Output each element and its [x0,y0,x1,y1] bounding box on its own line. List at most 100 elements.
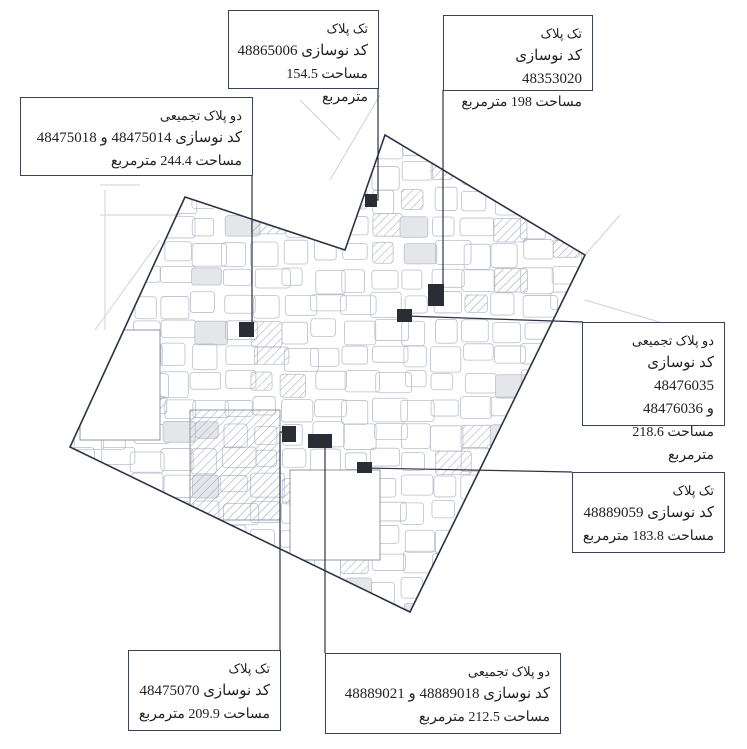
city-block [369,603,399,612]
city-block [342,242,368,260]
leader-line-1 [372,88,379,201]
city-block [523,499,558,517]
parcel-48889018-48889021 [308,434,332,448]
city-block [432,137,469,158]
callout-parcel-48353020: تک پلاک کد نوسازی 48353020 مساحت 198 متر… [443,15,593,110]
city-block [100,504,133,530]
city-block [525,551,554,575]
city-block [522,187,559,212]
city-block [586,165,621,186]
callout-type: دو پلاک تجمیعی [631,333,714,348]
city-block [372,241,394,264]
callout-type: دو پلاک تجمیعی [467,664,550,679]
city-block [580,266,585,285]
city-block [159,265,197,283]
city-block [344,370,380,393]
city-block [522,579,554,599]
city-block [550,555,585,576]
city-block [400,502,425,525]
city-block [310,294,347,312]
city-block [551,136,582,154]
callout-parcel-48475070: تک پلاک کد نوسازی 48475070 مساحت 209.9 م… [128,650,281,731]
city-block [75,189,104,208]
callout-code: کد نوسازی 48865006 [237,43,368,59]
city-block [490,243,518,269]
city-block [490,292,515,316]
city-block [582,603,585,612]
city-block [225,345,258,366]
city-block [281,135,307,158]
city-block [341,269,365,293]
city-block [73,266,99,292]
city-block [584,136,585,160]
city-block [309,578,344,597]
city-block [521,528,546,555]
city-block [284,294,318,316]
city-block [405,370,427,388]
city-block [74,578,111,604]
city-block [343,423,377,450]
city-block [434,582,469,606]
city-block [72,345,99,369]
city-block [400,188,424,210]
city-block [400,474,434,496]
city-block [310,140,337,161]
city-block [253,346,290,365]
city-block [103,292,127,311]
city-block [435,319,458,344]
city-block [192,581,226,608]
city-block [553,424,585,449]
city-block [194,320,229,346]
city-block [492,322,522,344]
city-block [344,320,377,346]
city-block [221,187,251,205]
city-block [341,400,369,425]
city-block [343,603,368,612]
city-block [464,294,488,313]
city-block [189,291,215,313]
city-block [403,602,429,612]
city-block [162,526,188,548]
large-block [79,329,161,441]
city-block [403,243,438,265]
callout-area: مساحت 244.4 مترمربع [110,154,242,169]
city-block [464,528,494,551]
city-block [494,604,518,612]
city-block [494,555,521,581]
city-block [462,136,497,158]
city-block [521,426,546,445]
city-block [160,296,190,320]
city-block [101,446,136,465]
city-block [434,186,458,211]
callout-parcel-48476035-48476036: دو پلاک تجمیعی کد نوسازی 48476035 و 4847… [582,322,725,463]
city-block [71,447,95,471]
city-block [164,241,192,262]
city-block [553,213,579,240]
city-block [250,371,273,391]
callout-area: مساحت 198 مترمربع [461,95,582,110]
city-block [430,604,460,612]
city-block [581,240,585,264]
city-block [494,478,523,500]
city-block [554,316,578,334]
city-block [524,322,561,340]
city-block [401,423,431,450]
city-block [222,551,254,572]
city-block [104,189,132,214]
city-block [312,213,342,231]
city-block [310,318,336,337]
city-block [522,295,558,318]
city-block [341,345,368,365]
city-block [459,217,495,237]
city-block [189,372,221,390]
callout-code-2: و 48476036 [643,401,714,417]
city-block [461,319,489,343]
city-block [460,190,487,212]
city-block [132,525,156,545]
city-block [525,475,553,494]
city-block [192,343,218,371]
city-block [221,242,246,267]
callout-type: تک پلاک [672,483,714,498]
city-block [580,192,585,213]
callout-type: تک پلاک [326,21,368,36]
